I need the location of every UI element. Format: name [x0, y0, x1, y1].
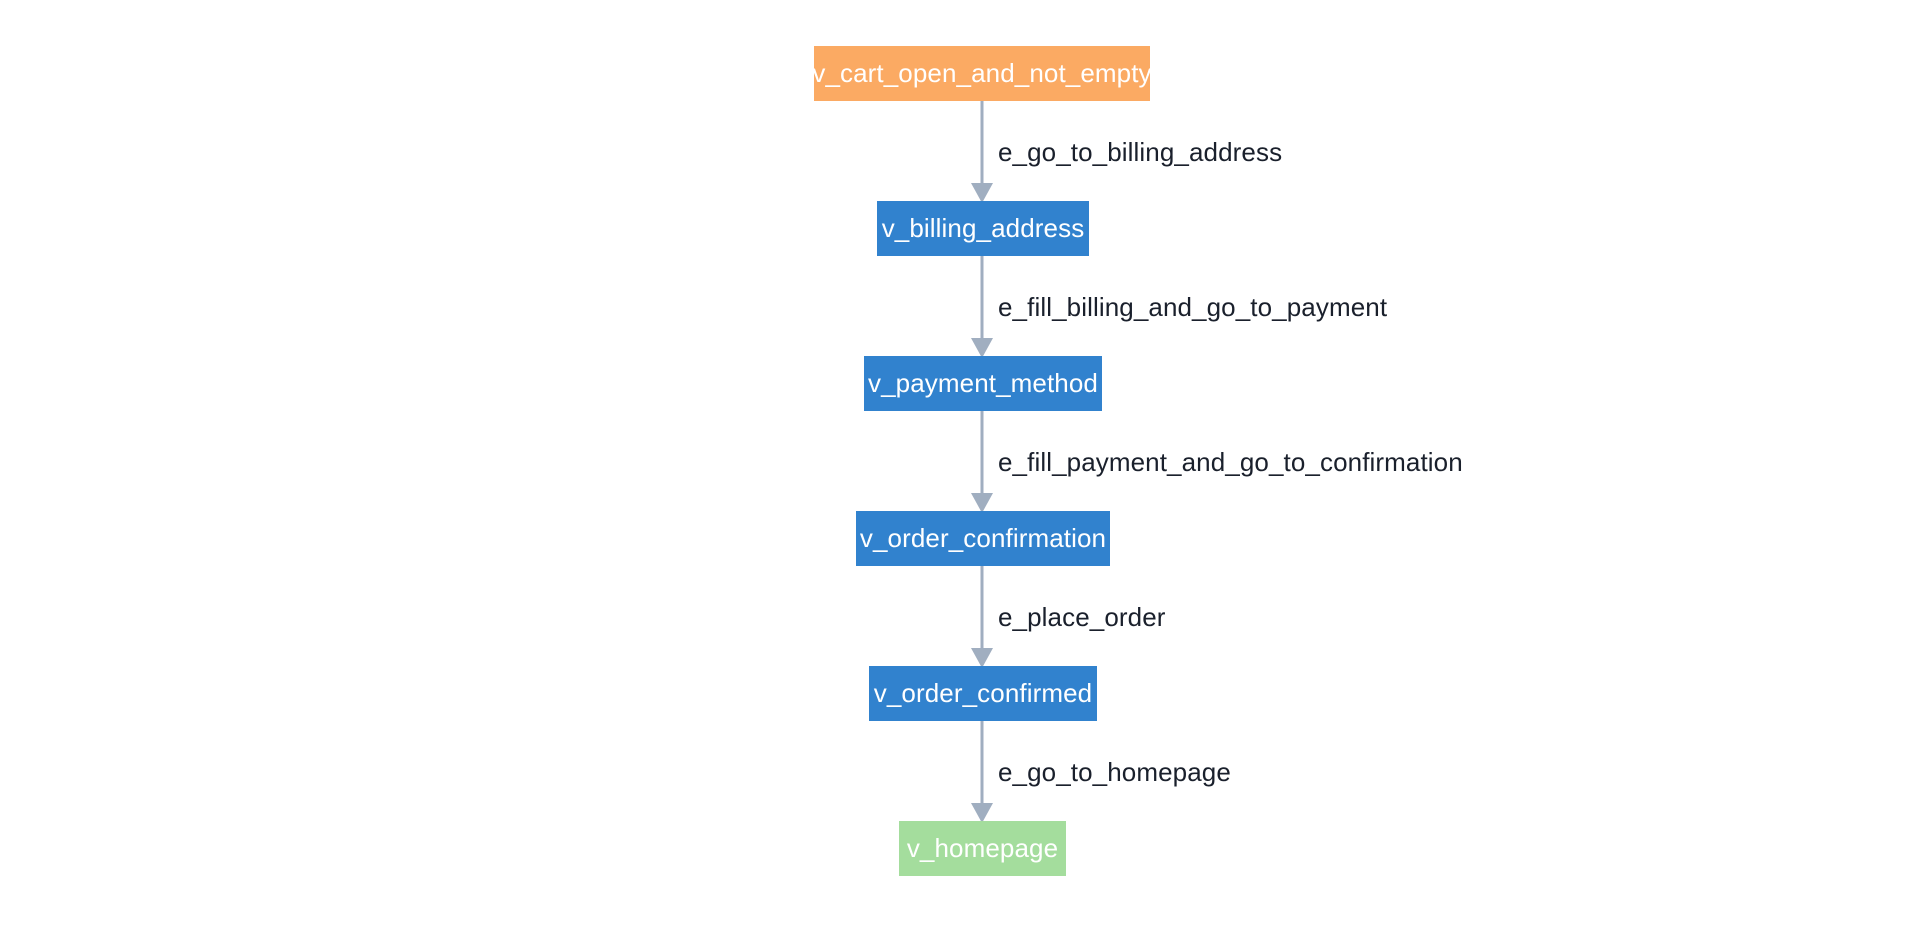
edge-arrow-4: [971, 803, 993, 823]
node-label: v_billing_address: [881, 213, 1085, 243]
node-order-confirmation[interactable]: v_order_confirmation: [856, 511, 1110, 566]
node-label: v_payment_method: [868, 368, 1098, 398]
edge-label-go-to-homepage: e_go_to_homepage: [998, 757, 1231, 787]
node-label: v_order_confirmed: [873, 678, 1093, 708]
edge-arrow-2: [971, 493, 993, 513]
node-label: v_cart_open_and_not_empty: [812, 58, 1152, 88]
node-cart-open-and-not-empty[interactable]: v_cart_open_and_not_empty: [812, 46, 1152, 101]
node-homepage[interactable]: v_homepage: [899, 821, 1066, 876]
edge-arrow-3: [971, 648, 993, 668]
edge-label-go-to-billing-address: e_go_to_billing_address: [998, 137, 1283, 167]
node-label: v_homepage: [906, 833, 1059, 863]
node-order-confirmed[interactable]: v_order_confirmed: [869, 666, 1097, 721]
edge-arrow-1: [971, 338, 993, 358]
edge-arrow-0: [971, 183, 993, 203]
node-label: v_order_confirmation: [859, 523, 1107, 553]
node-payment-method[interactable]: v_payment_method: [864, 356, 1102, 411]
edge-label-place-order: e_place_order: [998, 602, 1166, 632]
edge-label-fill-payment-and-go-to-confirmation: e_fill_payment_and_go_to_confirmation: [998, 447, 1463, 477]
node-billing-address[interactable]: v_billing_address: [877, 201, 1089, 256]
edge-label-fill-billing-and-go-to-payment: e_fill_billing_and_go_to_payment: [998, 292, 1388, 322]
